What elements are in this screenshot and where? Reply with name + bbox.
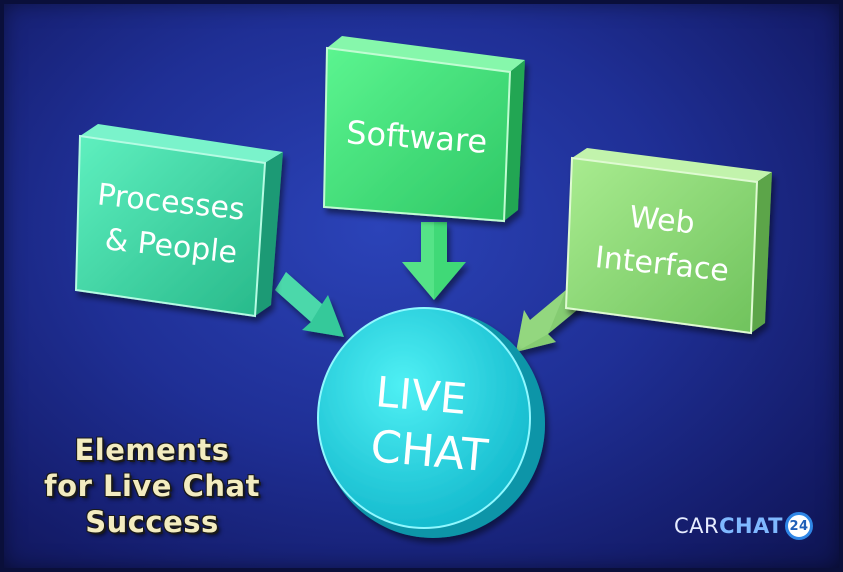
node-software: Software: [322, 36, 525, 223]
arrow-software-to-center: [402, 222, 466, 300]
logo-text-chat: CHAT: [719, 514, 783, 538]
caption-line-2: for Live Chat: [44, 469, 260, 503]
node-web-interface-line1: Web: [628, 200, 697, 242]
node-live-chat-line2: CHAT: [369, 421, 490, 482]
arrow-processes-to-center: [275, 272, 344, 337]
carchat24-logo: CAR CHAT 24: [674, 512, 813, 540]
caption-line-3: Success: [85, 505, 219, 539]
logo-text-car: CAR: [673, 514, 720, 538]
node-live-chat: LIVE CHAT: [317, 307, 545, 538]
caption-line-1: Elements: [74, 433, 230, 467]
node-live-chat-line1: LIVE: [374, 367, 469, 424]
logo-badge: 24: [785, 512, 813, 540]
node-web-interface: Web Interface: [564, 148, 772, 335]
slide-caption: Elements for Live Chat Success: [22, 432, 282, 540]
node-processes-people: Processes & People: [74, 124, 283, 318]
